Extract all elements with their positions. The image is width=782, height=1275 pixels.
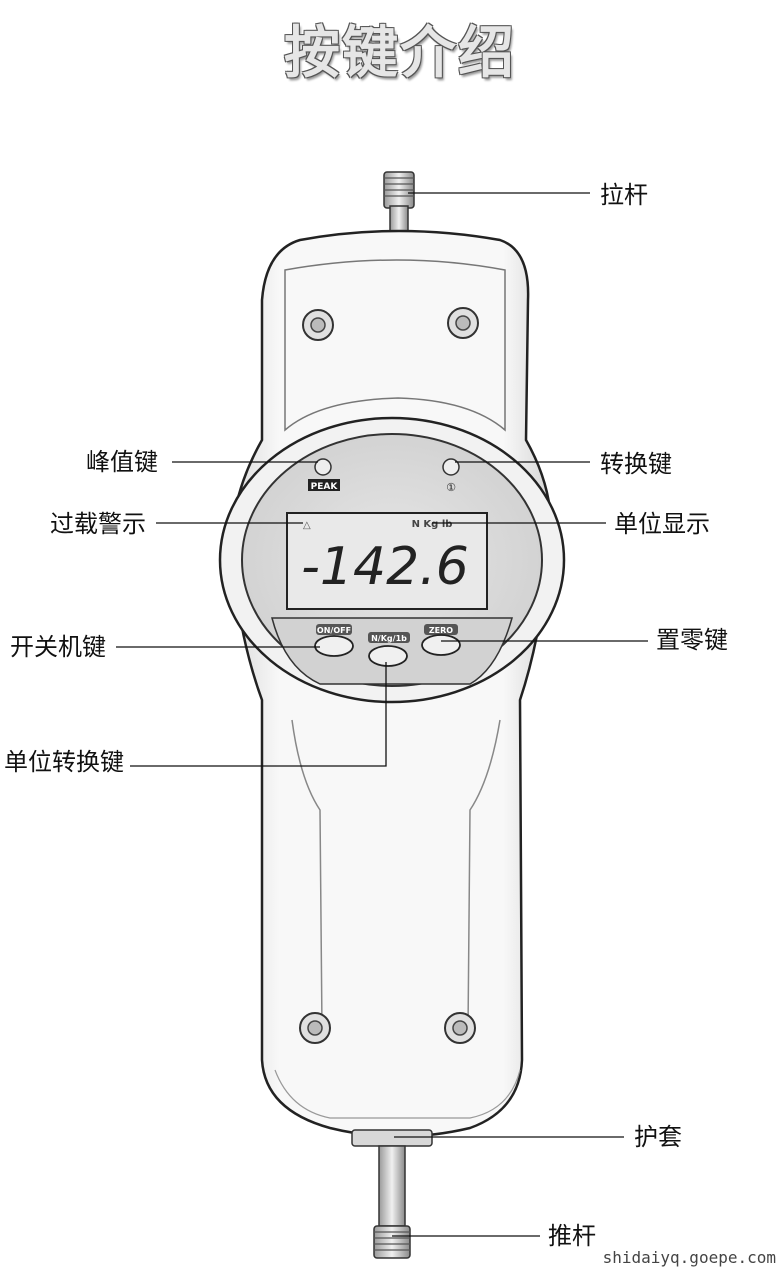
on-off-label: ON/OFF bbox=[317, 626, 351, 635]
screw-top-left bbox=[302, 309, 334, 341]
units-indicator: N Kg lb bbox=[412, 519, 453, 530]
watermark: shidaiyq.goepe.com bbox=[602, 1248, 776, 1267]
zero-button-label: ZERO bbox=[429, 626, 453, 635]
peak-indicator: PEAK bbox=[308, 458, 340, 492]
label-push-rod: 推杆 bbox=[548, 1222, 596, 1250]
pull-rod bbox=[383, 171, 415, 233]
label-sleeve: 护套 bbox=[634, 1123, 682, 1151]
screw-bottom-right bbox=[444, 1012, 476, 1044]
label-unit-switch-key: 单位转换键 bbox=[4, 748, 124, 776]
switch-tag: ① bbox=[446, 481, 456, 494]
label-zero-key: 置零键 bbox=[656, 626, 728, 654]
lcd-screen: △ N Kg lb -142.6 bbox=[286, 512, 488, 610]
push-rod bbox=[373, 1145, 411, 1259]
leader-unit-switch-key bbox=[130, 662, 387, 767]
label-switch-key: 转换键 bbox=[600, 450, 672, 478]
leader-lines bbox=[116, 192, 648, 1237]
unit-button[interactable]: N/Kg/1b bbox=[368, 632, 410, 667]
unit-button-label: N/Kg/1b bbox=[371, 634, 407, 643]
zero-button[interactable]: ZERO bbox=[421, 624, 461, 656]
label-pull-rod: 拉杆 bbox=[600, 181, 648, 209]
on-off-button[interactable]: ON/OFF bbox=[314, 624, 354, 657]
label-overload-warning: 过载警示 bbox=[50, 510, 146, 538]
overload-symbol: △ bbox=[303, 520, 311, 531]
label-power-key: 开关机键 bbox=[10, 633, 106, 661]
label-unit-display: 单位显示 bbox=[614, 510, 710, 538]
screw-bottom-left bbox=[299, 1012, 331, 1044]
page-title: 按键介绍 bbox=[284, 21, 516, 86]
display-value: -142.6 bbox=[301, 537, 469, 597]
label-peak-key: 峰值键 bbox=[86, 448, 158, 476]
switch-indicator: ① bbox=[442, 458, 460, 494]
screw-top-right bbox=[447, 307, 479, 339]
protective-sleeve bbox=[351, 1129, 433, 1147]
peak-tag: PEAK bbox=[311, 482, 339, 492]
